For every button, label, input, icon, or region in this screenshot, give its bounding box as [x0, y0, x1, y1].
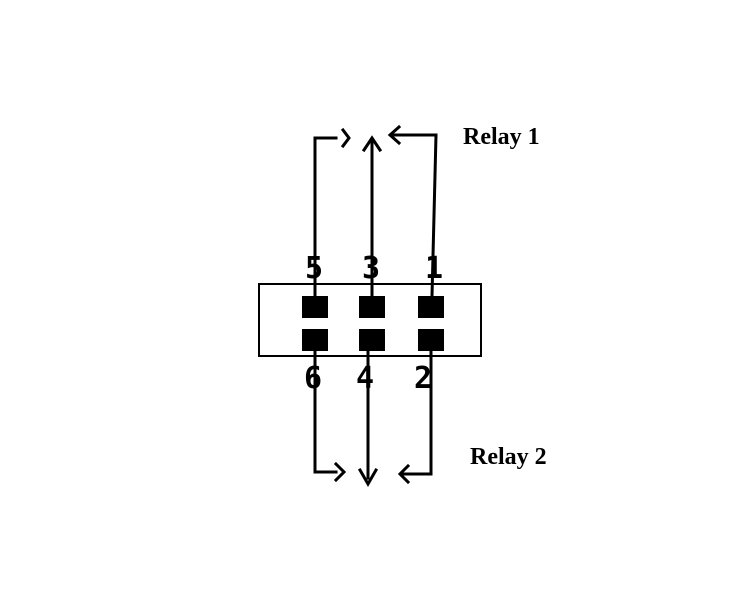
arrow-pin-6-icon — [333, 461, 347, 483]
relay-2-label: Relay 2 — [470, 444, 547, 470]
wire-pin-6-down — [313, 349, 338, 474]
relay-1-label: Relay 1 — [463, 124, 540, 150]
pin-6-number: 6 — [304, 361, 322, 396]
pin-3-pad — [359, 296, 385, 318]
wire-pin-5-up — [313, 136, 338, 298]
wire-pin-2-down — [400, 349, 433, 476]
pin-1-number: 1 — [425, 251, 443, 286]
pin-3-number: 3 — [362, 251, 380, 286]
arrow-pin-5-icon — [340, 127, 351, 149]
pin-2-pad — [418, 329, 444, 351]
pin-5-number: 5 — [305, 251, 323, 286]
pin-5-pad — [302, 296, 328, 318]
pin-2-number: 2 — [414, 361, 432, 396]
pin-4-pad — [359, 329, 385, 351]
arrow-pin-3-icon — [361, 135, 383, 153]
pin-1-pad — [418, 296, 444, 318]
arrow-pin-4-icon — [357, 467, 379, 488]
arrow-pin-1-icon — [387, 124, 402, 146]
arrow-pin-2-icon — [397, 463, 411, 485]
pin-6-pad — [302, 329, 328, 351]
wire-pin-1-up — [390, 133, 438, 298]
pin-4-number: 4 — [356, 361, 374, 396]
